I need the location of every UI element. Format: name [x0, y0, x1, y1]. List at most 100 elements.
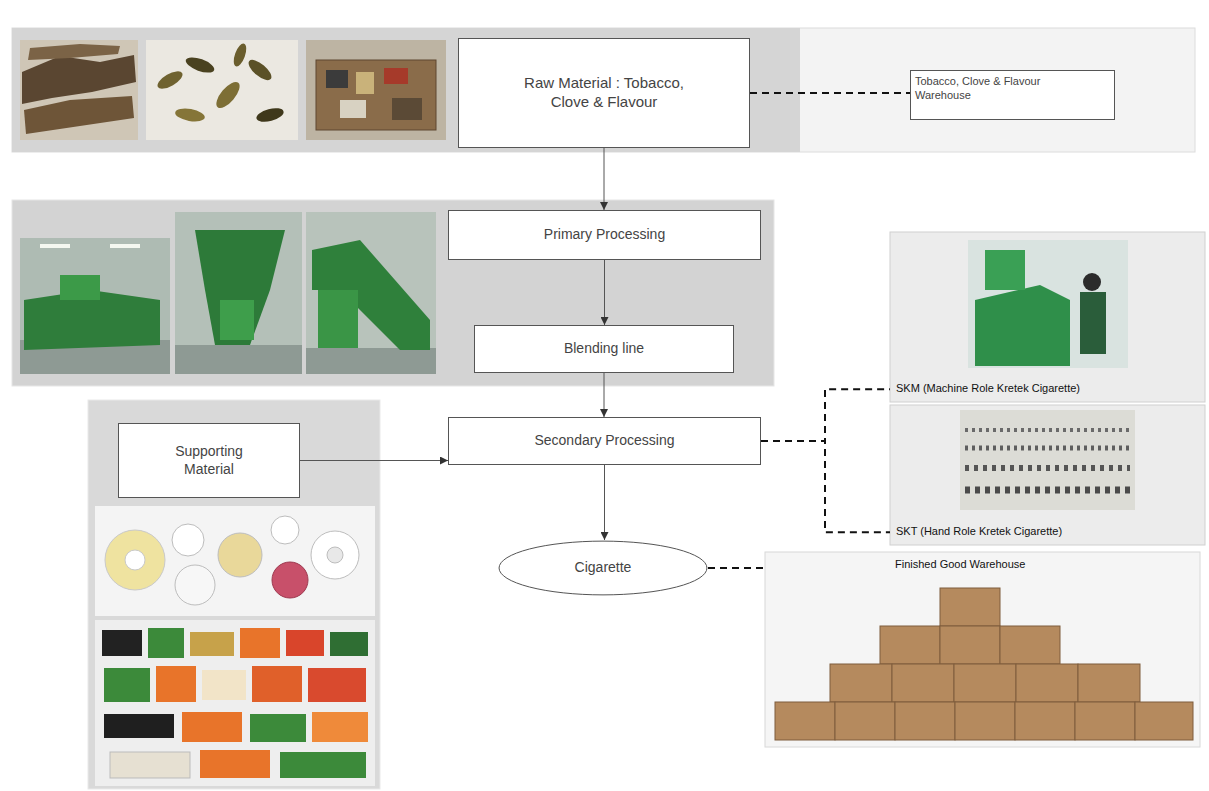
machine-light [40, 244, 70, 248]
process-box: Blending line [474, 325, 734, 373]
cigarette-pack [190, 632, 234, 656]
worker-row [965, 428, 1130, 432]
flow-arrow [300, 460, 448, 461]
node-label: Tobacco, Clove & Flavour Warehouse [915, 75, 1065, 103]
machine [318, 290, 358, 348]
paper-roll [218, 533, 262, 577]
cigarette-pack [104, 668, 150, 702]
cigarette-pack [102, 630, 142, 656]
carton [954, 664, 1016, 702]
carton [835, 702, 895, 740]
ellipse-shape [499, 541, 707, 595]
clove [255, 106, 285, 125]
process-box: Primary Processing [448, 210, 761, 260]
cigarette-pack [330, 632, 368, 656]
dashed-connector [750, 92, 910, 94]
machine [312, 240, 430, 350]
carton [830, 664, 892, 702]
machine-floor [175, 345, 302, 374]
warehouse-box: Tobacco, Clove & Flavour Warehouse [910, 70, 1115, 120]
carton [1135, 702, 1193, 740]
photo-band [12, 200, 774, 386]
flavour-photo [306, 40, 446, 140]
clove [212, 78, 243, 112]
cigarette-pack [200, 750, 270, 778]
flavour-item [392, 98, 422, 120]
flow-arrow [604, 465, 605, 540]
flow-arrow [604, 148, 605, 210]
cigarette-pack [250, 714, 306, 742]
skm-photo [968, 240, 1128, 368]
process-box: Secondary Processing [448, 417, 761, 465]
carton [1000, 626, 1060, 664]
cigarette-pack [252, 666, 302, 702]
tobacco-leaf [22, 55, 136, 104]
cigarette-pack [280, 752, 366, 778]
node-label: SKM (Machine Role Kretek Cigarette) [896, 382, 1080, 396]
machine-photo [306, 212, 436, 374]
process-box: Supporting Material [118, 423, 300, 498]
flavour-tray [316, 60, 436, 130]
paper-roll [172, 524, 204, 556]
tobacco-photo [20, 40, 138, 140]
cigarette-pack [148, 628, 184, 658]
worker-row [965, 465, 1130, 471]
rolls-photo [95, 506, 375, 616]
skt-panel [890, 405, 1205, 545]
carton [880, 626, 940, 664]
machine [985, 250, 1025, 290]
carton [955, 702, 1015, 740]
node-label: Cigarette [575, 559, 632, 577]
photo-band [12, 28, 800, 152]
cigarette-pack [312, 712, 368, 742]
node-label: Blending line [564, 340, 644, 358]
node-label: Finished Good Warehouse [895, 558, 1025, 572]
machine-photo [175, 212, 302, 374]
dashed-connector [708, 567, 765, 569]
cigarette-pack [104, 714, 174, 738]
clove [231, 42, 249, 68]
machine-photo [20, 238, 170, 374]
clove [184, 54, 216, 76]
machine [220, 300, 254, 340]
photo-panel: SKT (Hand Role Kretek Cigarette) [890, 405, 1205, 545]
packs-photo [95, 620, 375, 786]
flow-arrow [604, 260, 605, 325]
paper-roll [311, 531, 359, 579]
cigarette-pack [110, 752, 190, 778]
photo-panel: SKM (Machine Role Kretek Cigarette) [890, 232, 1205, 402]
carton [775, 702, 835, 740]
flavour-item [340, 100, 366, 118]
carton-stack [775, 588, 1193, 740]
clove-photo [146, 40, 298, 140]
carton [1015, 702, 1075, 740]
cigarette-pack [182, 712, 242, 742]
flavour-item [326, 70, 348, 88]
flavour-item [356, 72, 374, 94]
cigarette-pack [286, 630, 324, 656]
paper-roll [175, 565, 215, 605]
paper-roll [272, 562, 308, 598]
node-label: Raw Material : Tobacco, Clove & Flavour [509, 74, 699, 112]
dashed-connector [761, 389, 890, 441]
cigarette-pack [156, 666, 196, 702]
worker-row [965, 487, 1130, 494]
paper-roll [271, 516, 299, 544]
worker [1080, 292, 1106, 354]
flavour-item [384, 68, 408, 84]
tobacco-leaf [28, 44, 120, 60]
paper-roll [125, 550, 145, 570]
carton [895, 702, 955, 740]
machine [975, 285, 1070, 366]
tobacco-leaf [24, 96, 134, 134]
machine-light [110, 244, 140, 248]
carton [940, 588, 1000, 626]
clove [245, 56, 274, 83]
paper-roll [327, 547, 343, 563]
cigarette-pack [202, 670, 246, 700]
machine [60, 275, 100, 300]
dashed-connector [761, 441, 890, 532]
support-panel [88, 400, 380, 789]
carton [892, 664, 954, 702]
